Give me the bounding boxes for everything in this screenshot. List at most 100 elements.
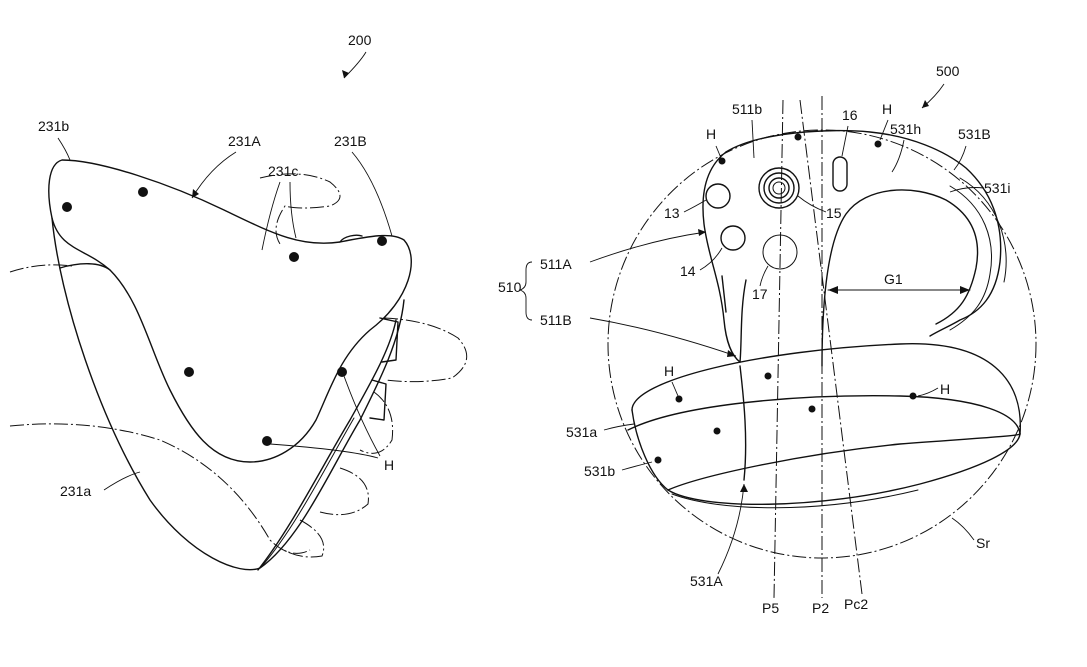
label-Pc2: Pc2 bbox=[844, 596, 868, 612]
label-511A: 511A bbox=[540, 256, 572, 272]
hole-dot bbox=[675, 395, 683, 403]
handle-outer-edge bbox=[949, 185, 992, 331]
arrowhead-531A bbox=[740, 484, 748, 492]
ring-inner-rim bbox=[671, 489, 919, 509]
label-511B: 511B bbox=[540, 312, 572, 328]
ref-200-arrowhead bbox=[342, 70, 349, 78]
label-P5: P5 bbox=[762, 600, 779, 616]
hole-dot bbox=[138, 187, 148, 197]
axis-p5 bbox=[773, 99, 784, 599]
leader-231c-2 bbox=[289, 181, 297, 239]
stick-15-inner bbox=[768, 177, 790, 199]
label-Sr: Sr bbox=[976, 535, 990, 551]
ring-inner-top bbox=[667, 433, 1021, 491]
left-figure: 200 231b 231A bbox=[9, 32, 468, 571]
hand-finger-right-4 bbox=[279, 519, 325, 558]
label-531h: 531h bbox=[890, 121, 921, 137]
leader-H-left bbox=[715, 145, 722, 159]
hole-dot bbox=[764, 372, 772, 380]
hand-finger-right-2 bbox=[359, 391, 394, 454]
label-531a: 531a bbox=[566, 424, 597, 440]
side-button-lower bbox=[369, 379, 387, 421]
leader-H-2 bbox=[343, 375, 381, 457]
label-P2: P2 bbox=[812, 600, 829, 616]
hand-thumb bbox=[259, 173, 341, 245]
hole-dot bbox=[654, 456, 662, 464]
label-13: 13 bbox=[664, 205, 680, 221]
ref-500-label: 500 bbox=[936, 63, 960, 79]
hole-dot bbox=[909, 392, 917, 400]
hole-dot bbox=[794, 133, 802, 141]
shell-inner-edge bbox=[59, 263, 111, 271]
leader-17 bbox=[759, 265, 769, 287]
button-14 bbox=[720, 225, 746, 251]
hole-dot bbox=[874, 140, 882, 148]
leader-531a bbox=[603, 423, 635, 431]
leader-531B bbox=[953, 145, 967, 171]
label-231A: 231A bbox=[228, 133, 261, 149]
label-H-top: H bbox=[882, 101, 892, 117]
hole-dot bbox=[713, 427, 721, 435]
g1-arrow-left bbox=[828, 286, 838, 294]
hand-finger-right-3 bbox=[319, 467, 369, 516]
axis-pc2 bbox=[799, 99, 863, 595]
grip-front-contour bbox=[702, 151, 741, 363]
leader-H-ring-left bbox=[671, 381, 679, 397]
handle-outer-edge-2 bbox=[959, 177, 1007, 283]
leader-531A bbox=[717, 483, 745, 575]
stick-15-center bbox=[772, 181, 786, 195]
leader-511A bbox=[589, 231, 707, 263]
handle-inner-opening bbox=[821, 189, 979, 367]
label-H-left: H bbox=[706, 126, 716, 142]
brace-510 bbox=[518, 261, 533, 321]
leader-231B bbox=[351, 151, 393, 237]
arrowhead-511B bbox=[727, 350, 736, 357]
label-231B: 231B bbox=[334, 133, 367, 149]
leader-531h bbox=[891, 139, 905, 173]
ring-outer-top bbox=[631, 343, 1021, 435]
label-510: 510 bbox=[498, 279, 522, 295]
ref-500-arrowhead bbox=[922, 100, 929, 108]
hand-finger-upper bbox=[9, 264, 73, 273]
leader-531b bbox=[621, 461, 653, 471]
leader-H-1 bbox=[269, 443, 379, 459]
hole-dot bbox=[184, 367, 194, 377]
body-top-contour bbox=[725, 129, 1002, 337]
hole-dot bbox=[377, 236, 387, 246]
leader-13 bbox=[683, 199, 707, 213]
grip-to-ring-line bbox=[739, 365, 747, 481]
side-trigger bbox=[721, 275, 727, 313]
leader-231c-1 bbox=[261, 181, 281, 251]
leader-511B bbox=[589, 317, 737, 357]
side-button-upper bbox=[379, 317, 399, 363]
hand-finger-right-1 bbox=[383, 317, 468, 383]
grip-inner-line bbox=[739, 279, 747, 363]
arrowhead-231A bbox=[192, 189, 199, 198]
label-231b: 231b bbox=[38, 118, 69, 134]
shell-rear-rim bbox=[261, 417, 355, 567]
label-H-ring-left: H bbox=[664, 363, 674, 379]
label-531i: 531i bbox=[984, 180, 1010, 196]
label-231a: 231a bbox=[60, 483, 91, 499]
arrowhead-511A bbox=[698, 229, 706, 236]
leader-231a bbox=[103, 471, 141, 491]
leader-531i bbox=[949, 187, 985, 193]
stick-15-ring bbox=[763, 172, 795, 204]
ref-200-label: 200 bbox=[348, 32, 372, 48]
leader-H-ring-right bbox=[917, 387, 939, 397]
button-16 bbox=[832, 156, 848, 192]
g1-arrow-right bbox=[960, 286, 970, 294]
hole-dot bbox=[718, 157, 726, 165]
button-13 bbox=[705, 183, 731, 209]
hole-dot bbox=[808, 405, 816, 413]
shell-rear-inner-edge bbox=[257, 319, 397, 571]
label-511b: 511b bbox=[732, 101, 762, 117]
label-531B: 531B bbox=[958, 126, 991, 142]
label-231c: 231c bbox=[268, 163, 298, 179]
leader-511b bbox=[751, 119, 755, 159]
label-16: 16 bbox=[842, 107, 858, 123]
label-15: 15 bbox=[826, 205, 842, 221]
label-531b: 531b bbox=[584, 463, 615, 479]
hole-dot bbox=[337, 367, 347, 377]
